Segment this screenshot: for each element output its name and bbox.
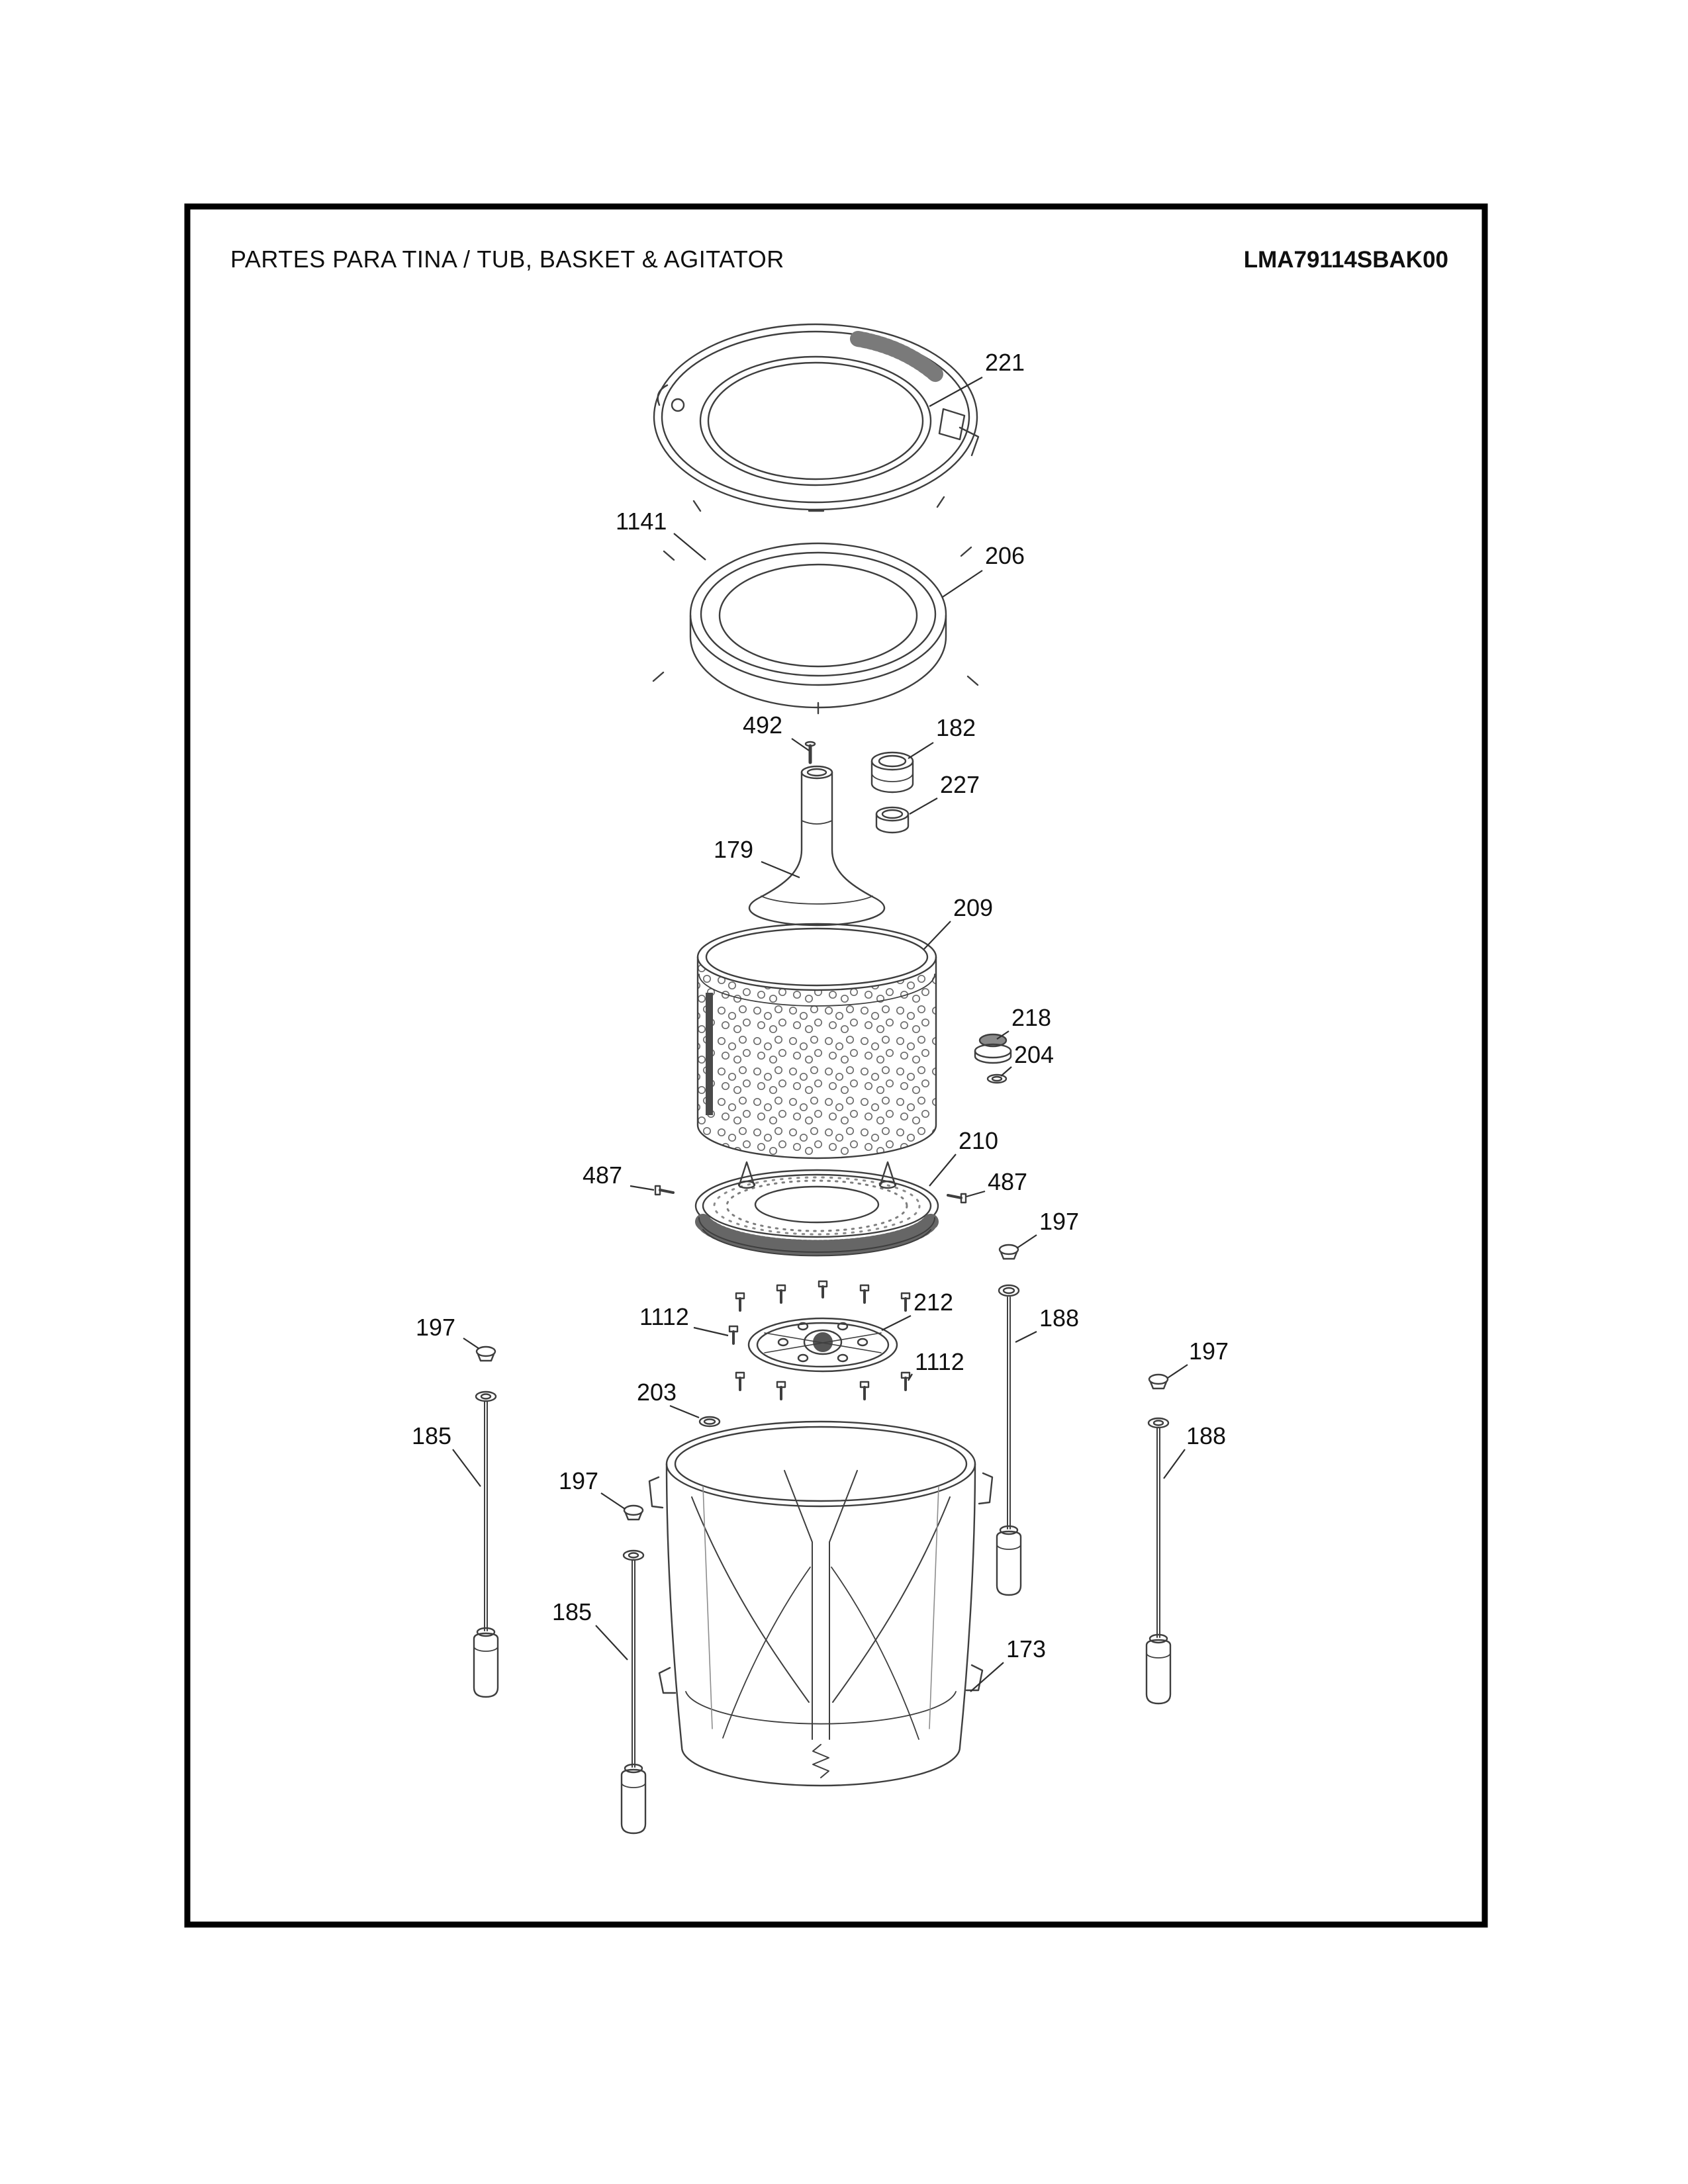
- part-rod-188-far-right: [1145, 1373, 1172, 1705]
- part-screw-487-left: [654, 1185, 675, 1196]
- page-title: PARTES PARA TINA / TUB, BASKET & AGITATO…: [230, 246, 784, 273]
- callout-197-far-left: 197: [416, 1314, 455, 1341]
- part-rod-185-far-left: [473, 1345, 499, 1698]
- part-tub-ring-206: [652, 496, 979, 715]
- part-washer-204: [986, 1073, 1008, 1084]
- callout-173: 173: [1006, 1635, 1046, 1662]
- part-washer-203: [698, 1416, 721, 1428]
- callout-1112-left: 1112: [639, 1303, 689, 1330]
- part-hub-212: [747, 1317, 898, 1373]
- doc-code: LMA79114SBAK00: [1244, 247, 1448, 273]
- callout-197-center-left: 197: [559, 1467, 598, 1494]
- callout-1112-right: 1112: [915, 1348, 964, 1375]
- callout-labels: 221 1141 206 492 182 227 179 209 218 204…: [412, 349, 1229, 1662]
- callout-492: 492: [743, 711, 782, 739]
- part-outer-tub-173: [648, 1420, 994, 1787]
- drawing-layer: [473, 323, 1172, 1835]
- callout-185-center-left: 185: [552, 1598, 592, 1625]
- callout-218: 218: [1011, 1004, 1051, 1031]
- part-rod-185-center-left: [620, 1504, 647, 1835]
- part-bolts-1112: [728, 1280, 911, 1400]
- callout-206: 206: [985, 542, 1025, 569]
- callout-212: 212: [914, 1289, 953, 1316]
- callout-209: 209: [953, 894, 993, 921]
- leader-lines: [452, 377, 1188, 1692]
- callout-210: 210: [959, 1127, 998, 1154]
- part-rod-188-mid: [996, 1244, 1022, 1596]
- callout-203: 203: [637, 1379, 677, 1406]
- part-basket-base-210: [694, 1161, 939, 1257]
- callout-185-far-left: 185: [412, 1422, 451, 1449]
- part-tub-cover-221: [653, 323, 980, 512]
- callout-487-left: 487: [583, 1161, 622, 1189]
- callout-179: 179: [714, 836, 753, 863]
- callout-197-mid: 197: [1039, 1208, 1079, 1235]
- callout-487-right: 487: [988, 1168, 1027, 1195]
- part-agitator-179: [748, 765, 886, 927]
- part-cap-182: [870, 751, 914, 794]
- callout-188-far-right: 188: [1186, 1422, 1226, 1449]
- callout-204: 204: [1014, 1041, 1054, 1068]
- callout-197-far-right: 197: [1189, 1338, 1229, 1365]
- callout-1141: 1141: [616, 508, 667, 535]
- callout-182: 182: [936, 714, 976, 741]
- callout-188-mid: 188: [1039, 1304, 1079, 1332]
- callout-221: 221: [985, 349, 1025, 376]
- callout-227: 227: [940, 771, 980, 798]
- part-pin-492: [804, 741, 816, 764]
- part-basket-209: [696, 923, 937, 1160]
- part-seal-227: [875, 806, 910, 834]
- part-screw-487-right: [947, 1193, 967, 1204]
